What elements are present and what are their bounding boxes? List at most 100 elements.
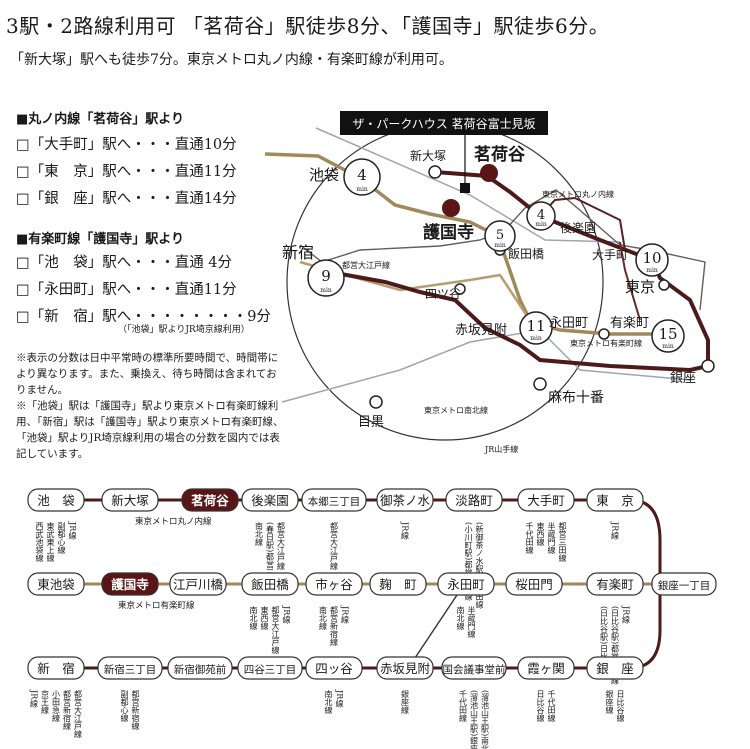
route-transfer-label: 都営大江戸線 [330,522,339,570]
namboku-line [315,127,621,243]
route-transfer-label: 都営大江戸線 [271,606,280,654]
route-station: 淡路町 (小川町駅)都営新宿線(新御茶ノ水駅)千代田線 [445,488,503,608]
time-badge-unit: min [530,335,542,342]
route-station-box [586,488,644,512]
route-station-name: 淡路町 [455,493,493,508]
route-station-name: 銀 座 [596,661,634,676]
route-station-name: 本郷三丁目 [308,495,361,508]
route-station-box [301,488,367,512]
route-station: 茗荷谷 [181,488,239,512]
route-station-name: 江戸川橋 [173,577,224,592]
route-transfer-label: (春日駅)都営三田線 [266,522,275,592]
property-label-box [340,111,548,135]
route-station-box [437,572,495,596]
route-station: 新宿三丁目副都心線都営新宿線 [97,656,163,730]
label-yotsuya: 四ツ谷 [425,287,461,301]
label-tokyo: 東京 [625,278,655,296]
route-transfer-label: (新御茶ノ水駅)千代田線 [475,522,484,608]
route-station-box [101,488,159,512]
route-station: 東池袋 [27,572,85,596]
station-gokokuji-label: 護国寺 [423,222,474,243]
label-meguro: 目黒 [358,415,384,430]
route-transfer-label: 日比谷線 [616,690,625,722]
route-station: 銀 座銀座線日比谷線 [586,656,644,722]
route-transfer-label: (日比谷駅)日比谷線 [600,606,609,676]
route-transfer-label: 副都心線 [120,690,129,722]
route-transfer-label: JR線 [30,689,39,707]
station-azabujuban-dot [533,377,547,391]
route-transfer-label: (溜池山王駅)銀座線 [470,690,479,749]
line-label-namboku: 東京メトロ南北線 [424,405,488,415]
route-nagatacho: □「永田町」駅へ・・・直通11分 [16,282,237,298]
route-ikebukuro: □「池 袋」駅へ・・・直通 4分 [16,255,233,271]
station-myogadani-mark [480,164,498,182]
station-shinotsuka-dot [428,165,442,179]
headline: 3駅・2路線利用可 「茗荷谷」駅徒歩8分、「護国寺」駅徒歩6分。 [6,14,610,38]
route-station: 新宿御苑前 [167,656,233,680]
route-transfer-label: 銀座線 [401,689,410,714]
route-map-transfer-link [414,594,458,659]
route-transfer-label: JR線 [335,689,344,707]
time-badge-ring [651,319,685,353]
route-station-name: 赤坂見附 [380,661,431,676]
route-station-name: 銀座一丁目 [658,579,711,592]
station-gokokuji-mark [442,199,460,217]
route-station: 桜田門 [505,572,563,596]
route-transfer-label: 都営大江戸線 [74,690,83,738]
route-station: 護国寺 [101,572,159,596]
label-ginza: 銀座 [670,371,696,386]
property-label: ザ・パークハウス 茗荷谷富士見坂 [352,116,535,131]
label-korakuen: 後楽園 [560,221,596,235]
route-station: 銀座一丁目 [651,572,717,596]
route-transfer-label: 銀座線 [605,689,614,714]
route-transfer-label: 小田急線 [52,690,61,722]
label-nagatacho: 永田町 [549,316,588,331]
station-ginza-dot [701,359,715,373]
line-label-oedo: 都営大江戸線 [342,260,390,270]
property-marker [460,183,470,193]
route-station: 永田町南北線半蔵門線 [437,572,495,638]
route-transfer-label: 都営三田線 [558,522,567,562]
subline: 「新大塚」駅へも徒歩7分。東京メトロ丸ノ内線・有楽町線が利用可。 [10,52,453,68]
time-badge-minutes: 5 [496,228,504,243]
station-yurakucho-dot [598,328,610,340]
route-station-name: 大手町 [527,493,565,508]
route-station-name: 国会議事堂前 [443,663,506,676]
route-transfer-label: JR線 [68,521,77,539]
route-station: 霞ヶ関日比谷線千代田線 [517,656,575,722]
time-badge-ring [484,220,516,252]
route-station-box [241,572,299,596]
route-station-name: 新大塚 [111,493,149,508]
route-station-box [651,572,717,596]
time-badge-unit: min [535,221,547,228]
route-station: 四谷三丁目 [237,656,303,680]
route-transfer-label: (小川町駅)都営新宿線 [464,522,473,600]
time-badge-minutes: 10 [642,249,661,267]
route-transfer-label: (溜池山王駅)南北線 [481,690,490,749]
route-transfer-label: 都営新宿線 [63,690,72,730]
footnote-time: ※表示の分数は日中平常時の標準所要時間で、時間帯により異なります。また、乗換え、… [16,352,279,396]
time-badge-ring [307,259,345,297]
route-transfer-label: 都営大江戸線 [277,522,286,570]
time-badge-minutes: 11 [526,317,545,335]
label-iidabashi: 飯田橋 [508,246,544,261]
route-transfer-label: 半蔵門線 [547,521,556,554]
route-station-name: 四谷三丁目 [244,664,297,676]
time-badge-ring [343,158,381,196]
time-badge-minutes: 15 [658,325,677,343]
time-badge-unit: min [356,186,368,193]
route-station: 大手町千代田線東西線半蔵門線都営三田線 [517,488,575,562]
time-badge-unit: min [662,343,674,350]
route-station-name: 新宿御苑前 [174,663,227,676]
route-station-name: 東池袋 [37,577,75,592]
route-station-name: 麹 町 [379,577,417,592]
line-label-yamanote: JR山手線 [484,444,518,454]
station-yotsuya-dot [454,283,466,295]
